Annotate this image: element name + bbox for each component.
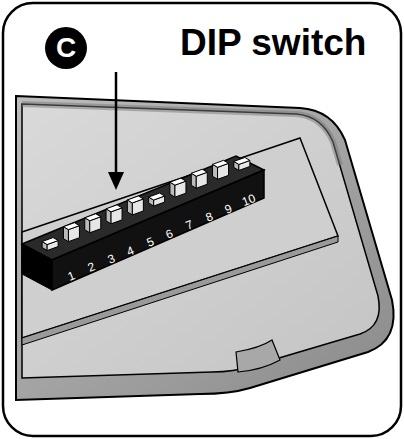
part-title: DIP switch [180,22,366,64]
badge-circle: C [45,27,87,69]
badge-letter: C [56,34,76,62]
